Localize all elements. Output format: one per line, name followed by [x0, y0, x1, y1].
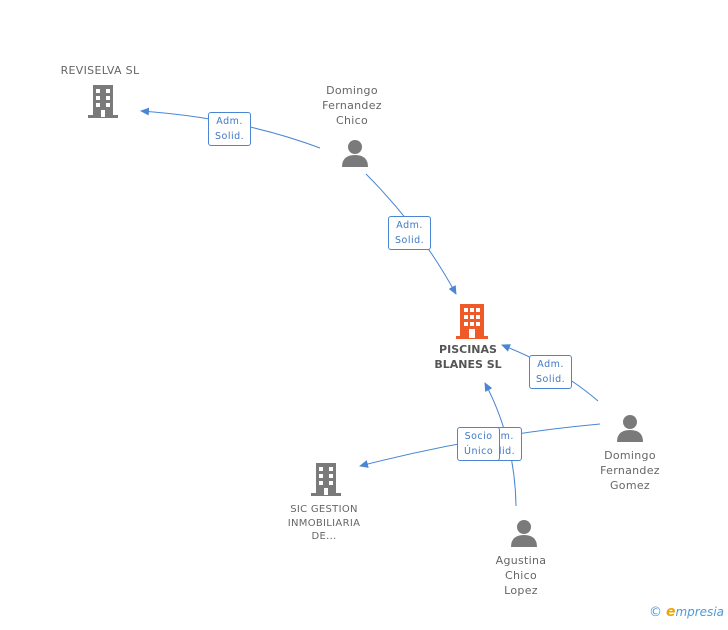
agustina-label: Agustina Chico Lopez [495, 554, 547, 597]
domingo-chico-label: Domingo Fernandez Chico [322, 84, 382, 127]
brand-footer: ©empresia [649, 604, 724, 620]
edge-label-adm-solid-reviselva: Adm. Solid. [208, 112, 252, 146]
brand-initial: e [665, 604, 676, 620]
piscinas-label: PISCINAS BLANES SL [434, 343, 502, 371]
edge-label-socio-unico: Socio Único [457, 427, 501, 461]
sic-label: SIC GESTION INMOBILIARIA DE... [287, 504, 361, 542]
person-icon-domingo-gomez[interactable] [615, 413, 645, 443]
building-icon-sic[interactable] [309, 461, 343, 497]
edge-label-adm-solid-gomez: Adm. Solid. [529, 355, 573, 389]
copyright-symbol: © [648, 605, 662, 620]
reviselva-label: REVISELVA SL [60, 64, 140, 77]
person-icon-agustina[interactable] [509, 518, 539, 548]
person-icon-domingo-chico[interactable] [340, 138, 370, 168]
building-icon-piscinas[interactable] [455, 302, 489, 340]
building-icon-reviselva[interactable] [86, 83, 120, 119]
edge-label-adm-solid-piscinas: Adm. Solid. [388, 216, 432, 250]
domingo-gomez-label: Domingo Fernandez Gomez [600, 449, 660, 492]
brand-name: mpresia [675, 605, 724, 619]
